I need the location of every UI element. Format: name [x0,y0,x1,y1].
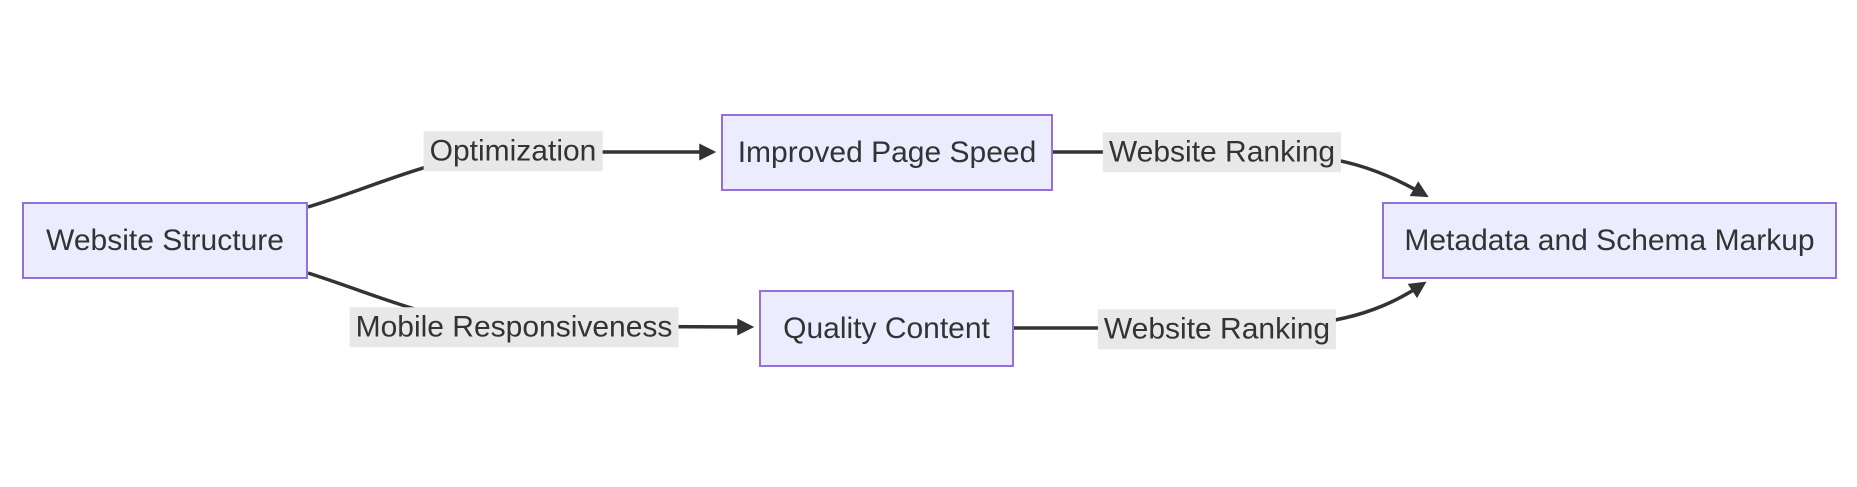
edge-label-website-ranking-top: Website Ranking [1102,132,1342,172]
node-website-structure-label: Website Structure [46,223,284,257]
node-website-structure: Website Structure [22,202,308,279]
node-metadata-schema-markup-label: Metadata and Schema Markup [1404,223,1815,257]
edge-label-website-ranking-bottom: Website Ranking [1097,309,1337,349]
node-metadata-schema-markup: Metadata and Schema Markup [1382,202,1837,279]
edge-label-mobile-responsiveness: Mobile Responsiveness [349,307,679,347]
node-quality-content: Quality Content [759,290,1014,367]
node-improved-page-speed: Improved Page Speed [721,114,1053,191]
node-improved-page-speed-label: Improved Page Speed [737,135,1037,169]
node-quality-content-label: Quality Content [783,311,990,345]
edge-label-optimization: Optimization [423,131,603,171]
